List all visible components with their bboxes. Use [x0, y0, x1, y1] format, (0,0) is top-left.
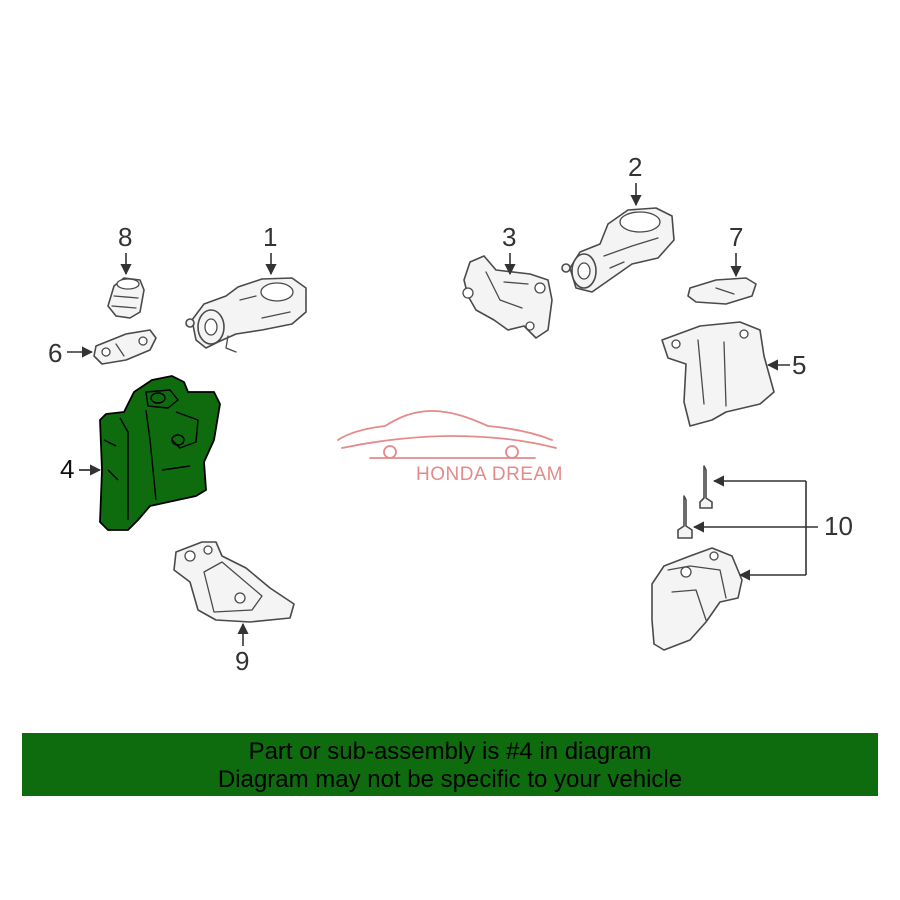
callout-7: 7 — [729, 222, 743, 278]
svg-text:8: 8 — [118, 222, 132, 252]
svg-text:6: 6 — [48, 338, 62, 368]
callout-3: 3 — [502, 222, 516, 276]
svg-text:7: 7 — [729, 222, 743, 252]
part-8-bushing[interactable] — [107, 277, 145, 319]
svg-text:10: 10 — [824, 511, 853, 541]
svg-text:2: 2 — [628, 152, 642, 182]
callout-2: 2 — [628, 152, 642, 207]
part-2-upper-mount[interactable] — [561, 207, 675, 293]
part-5-mount-bracket[interactable] — [661, 321, 775, 427]
callout-6: 6 — [48, 338, 94, 368]
part-info-banner: Part or sub-assembly is #4 in diagram Di… — [22, 733, 878, 796]
svg-text:5: 5 — [792, 350, 806, 380]
part-10-bolts-and-bracket[interactable] — [651, 465, 743, 651]
svg-text:4: 4 — [60, 454, 74, 484]
svg-text:1: 1 — [263, 222, 277, 252]
part-4-transmission-mount-highlighted[interactable] — [99, 375, 221, 531]
part-9-lower-bracket[interactable] — [173, 541, 295, 623]
svg-text:3: 3 — [502, 222, 516, 252]
callout-4: 4 — [60, 454, 102, 484]
watermark-text: HONDA DREAM — [416, 464, 563, 485]
banner-line-disclaimer: Diagram may not be specific to your vehi… — [217, 766, 683, 793]
callout-1: 1 — [263, 222, 277, 276]
callout-9: 9 — [235, 622, 249, 676]
svg-text:9: 9 — [235, 646, 249, 676]
callout-5: 5 — [766, 350, 806, 380]
part-6-bracket[interactable] — [93, 329, 157, 365]
callout-8: 8 — [118, 222, 132, 276]
banner-line-part: Part or sub-assembly is #4 in diagram — [248, 738, 652, 765]
part-3-bracket[interactable] — [462, 255, 553, 339]
callout-10: 10 — [692, 475, 853, 581]
part-1-engine-mount[interactable] — [185, 277, 307, 353]
part-7-plate[interactable] — [687, 277, 757, 305]
watermark-logo: HONDA DREAM — [337, 410, 563, 485]
